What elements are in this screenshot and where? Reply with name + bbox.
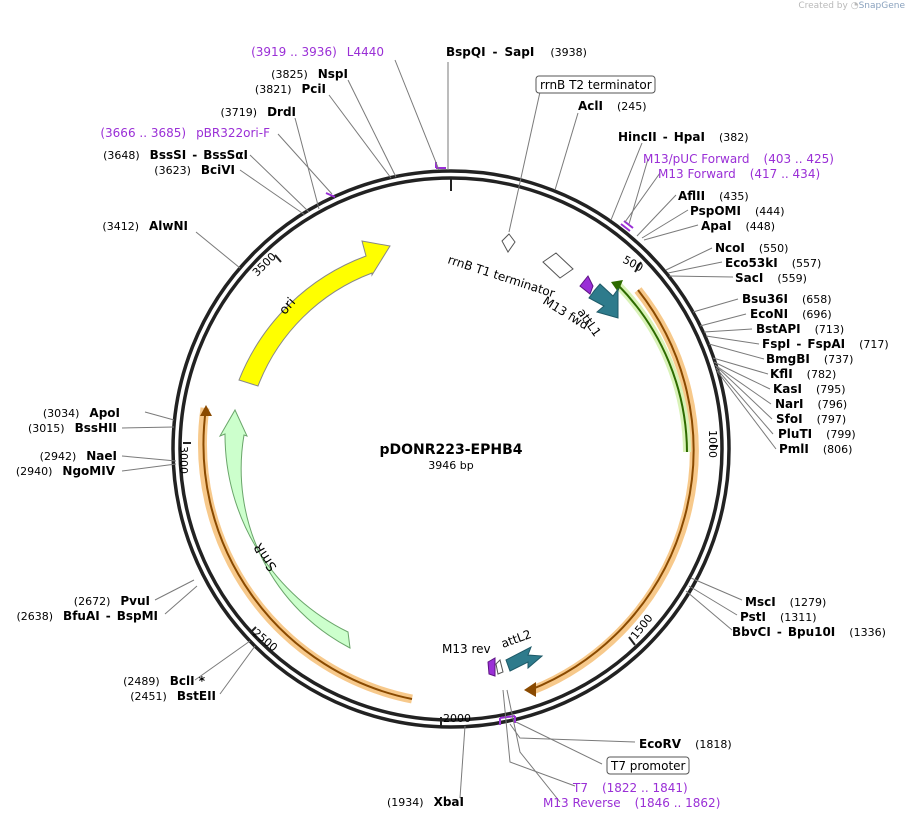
green-orf-feature[interactable] <box>611 280 691 453</box>
credit-brand: SnapGene <box>858 1 905 11</box>
enzyme-bcli[interactable]: (2489)BclI * <box>123 674 206 688</box>
enzyme-ecorv[interactable]: EcoRV(1818) <box>639 737 732 751</box>
m13-rev-feature[interactable]: M13 rev <box>442 642 504 677</box>
primer-pbr322ori[interactable]: (3666 .. 3685)pBR322ori-F <box>100 126 270 140</box>
enzyme-alwni[interactable]: (3412)AlwNI <box>102 219 188 233</box>
t7-promoter-label: T7 promoter <box>610 759 686 773</box>
tick-marks <box>183 178 718 726</box>
enzyme-bfuai[interactable]: (2638)BfuAI-BspMI <box>16 609 158 623</box>
enzyme-pspomi[interactable]: PspOMI(444) <box>690 204 785 218</box>
enzyme-hincii[interactable]: HincII-HpaI(382) <box>618 130 749 144</box>
primer-m13-reverse[interactable]: M13 Reverse(1846 .. 1862) <box>543 796 720 810</box>
enzyme-bsshii[interactable]: (3015)BssHII <box>28 421 117 435</box>
enzyme-bstapi[interactable]: BstAPI(713) <box>756 322 844 336</box>
smr-feature[interactable]: SmR <box>218 408 351 649</box>
enzyme-msci[interactable]: MscI(1279) <box>745 595 826 609</box>
enzyme-apai[interactable]: ApaI(448) <box>701 219 775 233</box>
tick-label-1000: 1000 <box>706 430 719 458</box>
primer-t7[interactable]: T7(1822 .. 1841) <box>572 781 688 795</box>
tick-label-3000: 3000 <box>177 446 190 474</box>
enzyme-bbvci[interactable]: BbvCI-Bpu10I(1336) <box>732 625 886 639</box>
enzyme-eco53ki[interactable]: Eco53kI(557) <box>725 256 821 270</box>
orf-feature[interactable] <box>198 287 699 704</box>
enzyme-acli[interactable]: AclI(245) <box>578 99 647 113</box>
enzyme-pcii[interactable]: (3821)PciI <box>255 82 326 96</box>
enzyme-drdi[interactable]: (3719)DrdI <box>220 105 296 119</box>
credit-prefix: Created by <box>798 1 848 11</box>
enzyme-fspi[interactable]: FspI-FspAI(717) <box>762 337 889 351</box>
tick-label-2000: 2000 <box>443 712 471 725</box>
enzyme-kfli[interactable]: KflI(782) <box>770 367 836 381</box>
enzyme-nari[interactable]: NarI(796) <box>775 397 847 411</box>
primer-m13-forward[interactable]: M13 Forward(417 .. 434) <box>658 167 820 181</box>
attl2-label: attL2 <box>499 627 533 651</box>
rrnb-t2-label: rrnB T2 terminator <box>540 78 652 92</box>
enzyme-xbai[interactable]: (1934)XbaI <box>387 795 464 809</box>
enzyme-bsteii[interactable]: (2451)BstEII <box>130 689 216 703</box>
plasmid-name: pDONR223-EPHB4 <box>379 442 522 458</box>
enzyme-bmgbi[interactable]: BmgBI(737) <box>766 352 853 366</box>
enzyme-apoi[interactable]: (3034)ApoI <box>43 406 120 420</box>
enzyme-nspi[interactable]: (3825)NspI <box>271 67 348 81</box>
rrnb-t2-feature[interactable] <box>501 233 516 253</box>
enzyme-bsssi[interactable]: (3648)BssSI-BssSαI <box>103 148 248 162</box>
enzyme-kasi[interactable]: KasI(795) <box>773 382 846 396</box>
primer-l4440[interactable]: (3919 .. 3936)L4440 <box>251 45 384 59</box>
primer-m13-puc-forward[interactable]: M13/pUC Forward(403 .. 425) <box>643 152 834 166</box>
enzyme-ngomiv[interactable]: (2940)NgoMIV <box>16 464 116 478</box>
rrnb-t1-label: rrnB T1 terminator <box>446 253 557 301</box>
enzyme-bspqi[interactable]: BspQI-SapI(3938) <box>446 45 587 59</box>
enzyme-pluti[interactable]: PluTI(799) <box>778 427 856 441</box>
attl2-feature[interactable]: attL2 <box>499 627 544 672</box>
leader-lines <box>121 59 777 803</box>
enzyme-aflii[interactable]: AflII(435) <box>678 189 749 203</box>
t7-promoter-box: T7 promoter <box>606 756 690 775</box>
enzyme-econi[interactable]: EcoNI(696) <box>750 307 832 321</box>
enzyme-pmli[interactable]: PmlI(806) <box>779 442 852 456</box>
enzyme-naei[interactable]: (2942)NaeI <box>40 449 117 463</box>
enzyme-bsu36i[interactable]: Bsu36I(658) <box>742 292 832 306</box>
enzyme-sfoi[interactable]: SfoI(797) <box>776 412 846 426</box>
smr-label: SmR <box>251 540 280 574</box>
rrnb-t1-feature[interactable]: rrnB T1 terminator <box>446 252 574 301</box>
enzyme-pvui[interactable]: (2672)PvuI <box>74 594 150 608</box>
snapgene-credit: Created by ◔SnapGene <box>798 1 905 11</box>
rrnb-t2-box: rrnB T2 terminator <box>535 75 656 94</box>
enzyme-psti[interactable]: PstI(1311) <box>740 610 817 624</box>
plasmid-size: 3946 bp <box>428 459 473 472</box>
m13-rev-label: M13 rev <box>442 642 491 656</box>
enzyme-ncoi[interactable]: NcoI(550) <box>715 241 788 255</box>
snapgene-logo-icon: ◔ <box>850 1 859 11</box>
enzyme-bcivi[interactable]: (3623)BciVI <box>154 163 235 177</box>
backbone-outer <box>171 169 731 729</box>
enzyme-saci[interactable]: SacI(559) <box>735 271 807 285</box>
